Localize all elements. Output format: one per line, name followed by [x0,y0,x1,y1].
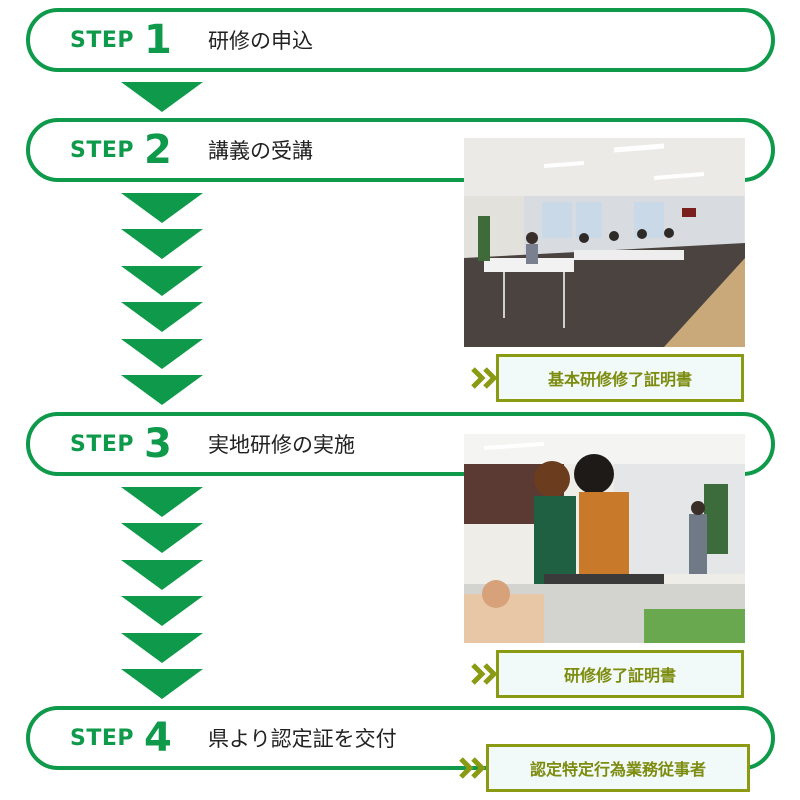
step-number: 2 [144,127,172,173]
down-arrow-icon [121,523,203,553]
practical-training-photo [464,434,745,643]
down-arrow-icon [121,339,203,369]
step-word: STEP [70,28,134,53]
certificate-label: 認定特定行為業務従事者 [486,744,750,792]
down-arrow-icon [121,560,203,590]
down-arrow-icon [121,82,203,112]
certificate-badge-training: 研修修了証明書 [470,650,744,698]
down-arrow-icon [121,669,203,699]
certificate-label: 研修修了証明書 [496,650,744,698]
step-2-title: 講義の受講 [208,122,313,178]
certificate-badge-basic: 基本研修修了証明書 [470,354,744,402]
step-4-title: 県より認定証を交付 [208,710,397,766]
down-arrow-icon [121,229,203,259]
down-arrow-icon [121,375,203,405]
classroom-photo [464,138,745,347]
step-4-label: STEP 4 [70,710,172,766]
down-arrow-icon [121,302,203,332]
down-arrow-icon [121,596,203,626]
step-2-label: STEP 2 [70,122,172,178]
certificate-label: 基本研修修了証明書 [496,354,744,402]
down-arrow-icon [121,193,203,223]
step-word: STEP [70,432,134,457]
step-3-label: STEP 3 [70,416,172,472]
double-chevron-icon [458,756,488,780]
step-word: STEP [70,138,134,163]
step-1-label: STEP 1 [70,12,172,68]
down-arrow-icon [121,487,203,517]
step-number: 3 [144,421,172,467]
down-arrow-icon [121,266,203,296]
step-number: 4 [144,715,172,761]
step-1-title: 研修の申込 [208,12,313,68]
step-3-title: 実地研修の実施 [208,416,355,472]
step-number: 1 [144,17,172,63]
down-arrow-icon [121,633,203,663]
step-1-box: STEP 1 研修の申込 [26,8,775,72]
step-word: STEP [70,726,134,751]
certificate-badge-final: 認定特定行為業務従事者 [458,744,750,792]
